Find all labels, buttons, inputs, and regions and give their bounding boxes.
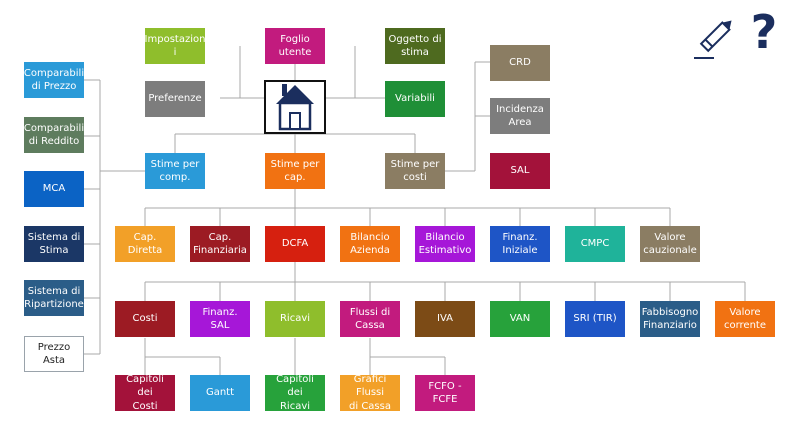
node-oggetto-stima-label: Oggetto di stima	[388, 33, 442, 59]
node-incidenza-area-label: Incidenza Area	[496, 103, 544, 129]
node-mca[interactable]: MCA	[24, 171, 84, 207]
node-cmpc-label: CMPC	[580, 238, 610, 250]
node-iva[interactable]: IVA	[415, 301, 475, 337]
node-finanz-sal-label: Finanz. SAL	[202, 306, 238, 332]
node-crd[interactable]: CRD	[490, 45, 550, 81]
node-cap-diretta[interactable]: Cap. Diretta	[115, 226, 175, 262]
node-preferenze[interactable]: Preferenze	[145, 81, 205, 117]
node-ricavi-label: Ricavi	[279, 313, 311, 325]
node-variabili-label: Variabili	[395, 93, 435, 105]
node-stime-comp-label: Stime per comp.	[150, 158, 200, 184]
node-cap-finanziaria[interactable]: Cap. Finanziaria	[190, 226, 250, 262]
node-grafici-flussi[interactable]: Grafici Flussi di Cassa	[340, 373, 400, 412]
home-button[interactable]	[264, 80, 326, 134]
node-ricavi[interactable]: Ricavi	[265, 301, 325, 337]
node-fabbisogno-finanziario[interactable]: Fabbisogno Finanziario	[640, 301, 700, 337]
node-capitoli-ricavi[interactable]: Capitoli dei Ricavi	[265, 373, 325, 412]
node-dcfa[interactable]: DCFA	[265, 226, 325, 262]
node-impostazioni-label: Impostazion i	[144, 33, 206, 59]
node-sal-label: SAL	[510, 165, 530, 177]
node-valore-cauzionale[interactable]: Valore cauzionale	[640, 226, 700, 262]
node-sistema-stima[interactable]: Sistema di Stima	[24, 226, 84, 262]
node-sri-tir-label: SRI (TIR)	[573, 313, 617, 325]
edit-button[interactable]	[690, 10, 742, 62]
node-bilancio-estimativo[interactable]: Bilancio Estimativo	[415, 226, 475, 262]
node-finanz-iniziale-label: Finanz. Iniziale	[502, 231, 538, 257]
node-fcfo-fcfe[interactable]: FCFO - FCFE	[415, 375, 475, 411]
node-comparabili-prezzo-label: Comparabili di Prezzo	[23, 67, 85, 93]
pencil-icon	[694, 20, 732, 59]
node-prezzo-asta[interactable]: Prezzo Asta	[24, 336, 84, 372]
node-flussi-cassa-label: Flussi di Cassa	[349, 306, 391, 332]
node-stime-costi[interactable]: Stime per costi	[385, 153, 445, 189]
node-valore-corrente[interactable]: Valore corrente	[715, 301, 775, 337]
node-costi-label: Costi	[132, 313, 158, 325]
node-iva-label: IVA	[437, 313, 453, 325]
node-costi[interactable]: Costi	[115, 301, 175, 337]
node-dcfa-label: DCFA	[281, 238, 309, 250]
help-button[interactable]: ?	[744, 4, 784, 60]
node-prezzo-asta-label: Prezzo Asta	[37, 341, 71, 367]
node-bilancio-azienda-label: Bilancio Azienda	[350, 231, 390, 257]
house-icon	[276, 84, 314, 131]
node-crd-label: CRD	[509, 57, 531, 69]
node-mca-label: MCA	[42, 183, 66, 195]
node-incidenza-area[interactable]: Incidenza Area	[490, 98, 550, 134]
node-gantt-label: Gantt	[205, 387, 235, 399]
node-finanz-sal[interactable]: Finanz. SAL	[190, 301, 250, 337]
node-van-label: VAN	[509, 313, 531, 325]
node-capitoli-costi[interactable]: Capitoli dei Costi	[115, 373, 175, 412]
node-sal[interactable]: SAL	[490, 153, 550, 189]
node-van[interactable]: VAN	[490, 301, 550, 337]
node-sistema-ripartizione-label: Sistema di Ripartizione	[24, 285, 84, 311]
node-grafici-flussi-label: Grafici Flussi di Cassa	[349, 373, 391, 412]
node-valore-cauzionale-label: Valore cauzionale	[643, 231, 697, 257]
node-valore-corrente-label: Valore corrente	[723, 306, 766, 332]
node-bilancio-estimativo-label: Bilancio Estimativo	[418, 231, 472, 257]
node-finanz-iniziale[interactable]: Finanz. Iniziale	[490, 226, 550, 262]
node-stime-comp[interactable]: Stime per comp.	[145, 153, 205, 189]
node-comparabili-prezzo[interactable]: Comparabili di Prezzo	[24, 62, 84, 98]
node-oggetto-stima[interactable]: Oggetto di stima	[385, 28, 445, 64]
node-sri-tir[interactable]: SRI (TIR)	[565, 301, 625, 337]
node-capitoli-costi-label: Capitoli dei Costi	[126, 373, 164, 412]
node-bilancio-azienda[interactable]: Bilancio Azienda	[340, 226, 400, 262]
node-comparabili-reddito-label: Comparabili di Reddito	[23, 122, 85, 148]
node-impostazioni[interactable]: Impostazion i	[145, 28, 205, 64]
node-foglio-utente-label: Foglio utente	[278, 33, 312, 59]
node-cap-finanziaria-label: Cap. Finanziaria	[193, 231, 247, 257]
node-cap-diretta-label: Cap. Diretta	[127, 231, 163, 257]
node-comparabili-reddito[interactable]: Comparabili di Reddito	[24, 117, 84, 153]
node-sistema-ripartizione[interactable]: Sistema di Ripartizione	[24, 280, 84, 316]
node-sistema-stima-label: Sistema di Stima	[27, 231, 81, 257]
node-flussi-cassa[interactable]: Flussi di Cassa	[340, 301, 400, 337]
node-preferenze-label: Preferenze	[148, 93, 202, 105]
node-gantt[interactable]: Gantt	[190, 375, 250, 411]
node-stime-costi-label: Stime per costi	[390, 158, 440, 184]
node-stime-cap-label: Stime per cap.	[270, 158, 320, 184]
node-capitoli-ricavi-label: Capitoli dei Ricavi	[276, 373, 314, 412]
node-cmpc[interactable]: CMPC	[565, 226, 625, 262]
node-foglio-utente[interactable]: Foglio utente	[265, 28, 325, 64]
help-question-icon: ?	[750, 5, 778, 59]
node-variabili[interactable]: Variabili	[385, 81, 445, 117]
node-fcfo-fcfe-label: FCFO - FCFE	[428, 380, 462, 406]
node-fabbisogno-finanziario-label: Fabbisogno Finanziario	[641, 306, 699, 332]
node-stime-cap[interactable]: Stime per cap.	[265, 153, 325, 189]
